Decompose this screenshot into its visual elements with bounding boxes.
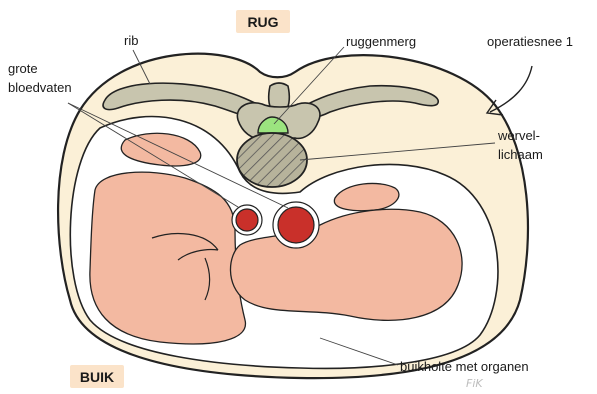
artist-signature: FiK	[466, 377, 483, 390]
vertebral-body-label-line1: wervel-	[497, 128, 540, 143]
blood-vessel-large-inner	[278, 207, 314, 243]
spinal-cord-label: ruggenmerg	[346, 34, 416, 49]
rib-label: rib	[124, 33, 138, 48]
cavity-label: buikholte met organen	[400, 359, 529, 374]
back-label: RUG	[247, 14, 278, 30]
blood-vessel-small-inner	[236, 209, 258, 231]
vessels-label-line2: bloedvaten	[8, 80, 72, 95]
incision-label: operatiesnee 1	[487, 34, 573, 49]
belly-label: BUIK	[80, 369, 114, 385]
vessels-label-line1: grote	[8, 61, 38, 76]
vertebral-body	[237, 133, 307, 187]
vertebral-body-label-line2: lichaam	[498, 147, 543, 162]
organ-left	[90, 172, 246, 344]
